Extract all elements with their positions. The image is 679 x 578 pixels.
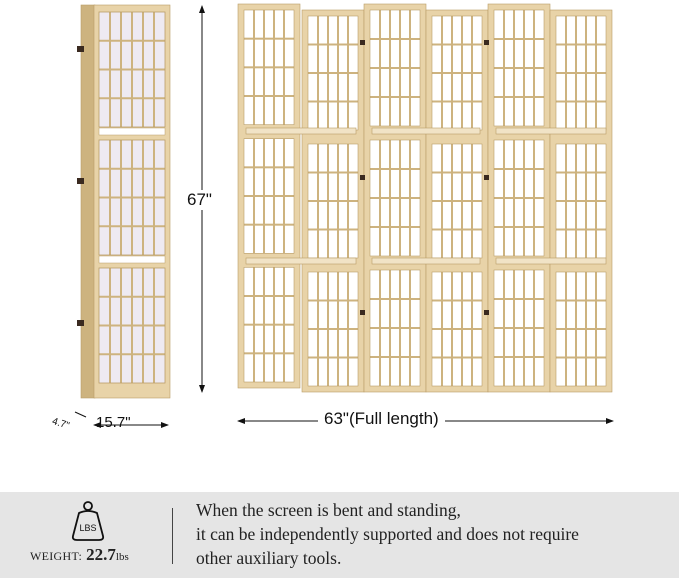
description-line: it can be independently supported and do… (196, 524, 579, 544)
description-text: When the screen is bent and standing, it… (196, 498, 579, 570)
description-line: When the screen is bent and standing, (196, 500, 461, 520)
weight-unit: lbs (115, 551, 129, 563)
svg-text:LBS: LBS (79, 523, 96, 533)
panel-width-label: 15.7" (96, 414, 131, 431)
side-view-panel (77, 4, 171, 399)
info-banner: LBS WEIGHT:22.7lbs When the screen is be… (0, 492, 679, 578)
banner-divider (172, 508, 173, 564)
product-illustration (74, 3, 614, 428)
full-length-label: 63"(Full length) (318, 409, 445, 429)
depth-dimension-tick (74, 411, 87, 418)
weight-kettlebell-icon: LBS (71, 501, 105, 541)
weight-block: LBS WEIGHT:22.7lbs (22, 492, 162, 578)
weight-text: WEIGHT:22.7lbs (30, 545, 129, 565)
front-view-screen (237, 3, 613, 393)
weight-label: WEIGHT: (30, 549, 83, 563)
weight-value: 22.7 (86, 545, 116, 564)
description-line: other auxiliary tools. (196, 548, 342, 568)
height-label: 67" (186, 190, 213, 210)
